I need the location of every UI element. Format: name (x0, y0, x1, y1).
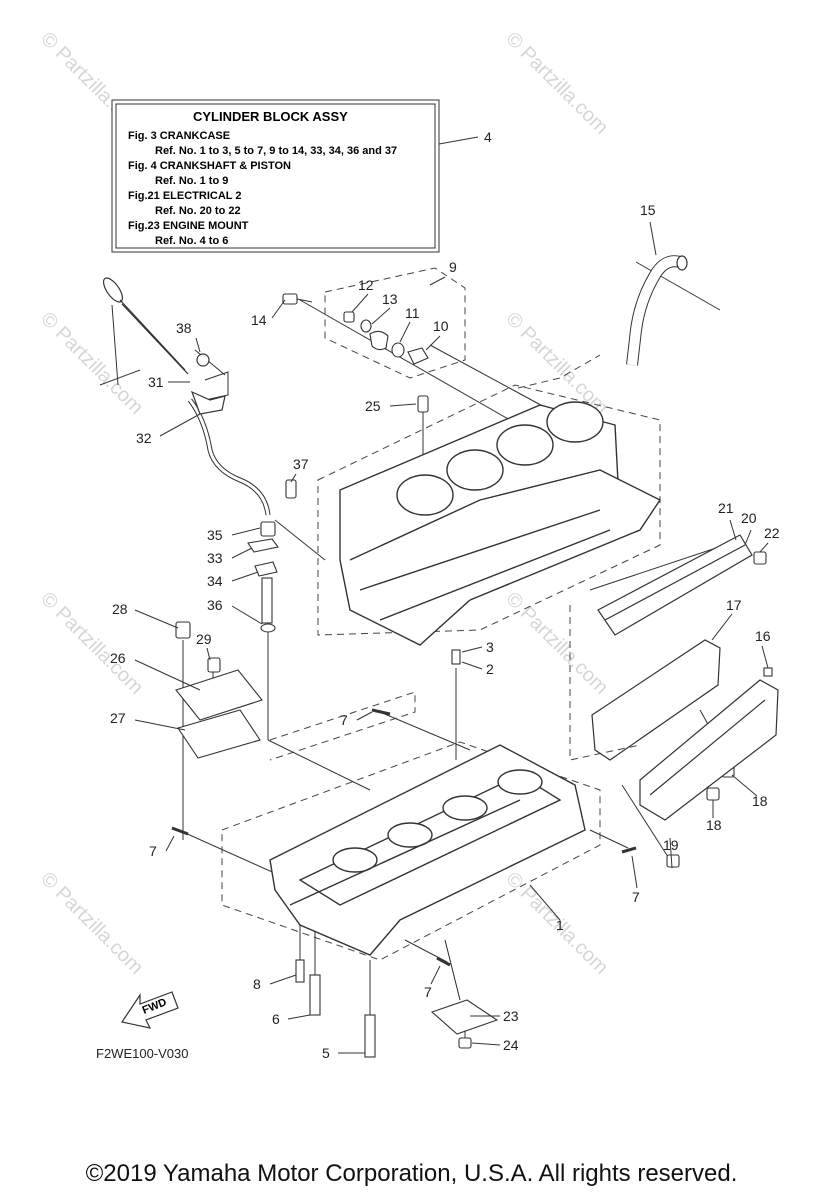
callout-label: 9 (449, 259, 457, 275)
callout-label: 16 (755, 628, 771, 644)
info-box-line: Ref. No. 4 to 6 (155, 235, 228, 247)
callout-label: 35 (207, 527, 223, 543)
callout-label: 32 (136, 430, 152, 446)
callout-label: 3 (486, 639, 494, 655)
callout-label: 23 (503, 1008, 519, 1024)
callout-label: 12 (358, 277, 374, 293)
callout-label: 17 (726, 597, 742, 613)
assembly-lines (99, 261, 741, 1040)
dashed-outlines (221, 267, 661, 961)
watermark: © Partzilla.com (36, 588, 147, 699)
callout-label: 37 (293, 456, 309, 472)
callout-leaders (134, 221, 769, 1054)
callout-label: 6 (272, 1011, 280, 1027)
hardware-parts (171, 293, 773, 1058)
watermark: © Partzilla.com (501, 588, 612, 699)
breather-hose (626, 255, 688, 366)
callout-label: 14 (251, 312, 267, 328)
info-box-line: Fig.21 ELECTRICAL 2 (128, 190, 241, 202)
callout-label: 7 (340, 712, 348, 728)
callout-label: 8 (253, 976, 261, 992)
dipstick-assembly (102, 277, 271, 516)
callout-label: 7 (149, 843, 157, 859)
info-box-line: Fig. 3 CRANKCASE (128, 130, 230, 142)
callout-label: 1 (556, 917, 564, 933)
callout-label: 18 (706, 817, 722, 833)
callout-label: 13 (382, 291, 398, 307)
callout-label: 11 (405, 305, 420, 321)
callout-label: 33 (207, 550, 223, 566)
cover-21 (597, 534, 753, 636)
callout-label: 26 (110, 650, 126, 666)
callout-label: 7 (632, 889, 640, 905)
crankcase (269, 744, 586, 956)
copyright-notice: ©2019 Yamaha Motor Corporation, U.S.A. A… (85, 1160, 738, 1187)
info-box-line: Ref. No. 1 to 3, 5 to 7, 9 to 14, 33, 34… (155, 145, 397, 157)
callout-label: 36 (207, 597, 223, 613)
info-box-title: CYLINDER BLOCK ASSY (193, 109, 348, 124)
callouts: 4 15 9 12 13 14 11 10 38 31 32 25 37 21 … (110, 129, 780, 1061)
info-box-line: Fig. 4 CRANKSHAFT & PISTON (128, 160, 291, 172)
callout-label: 34 (207, 573, 223, 589)
callout-label: 29 (196, 631, 212, 647)
callout-label: 22 (764, 525, 780, 541)
info-box-line: Ref. No. 1 to 9 (155, 175, 228, 187)
cover-16-gasket-17 (591, 639, 779, 821)
callout-label: 27 (110, 710, 126, 726)
callout-label: 38 (176, 320, 192, 336)
watermark: © Partzilla.com (501, 28, 612, 139)
watermark: © Partzilla.com (36, 308, 147, 419)
callout-label: 20 (741, 510, 757, 526)
callout-label: 4 (484, 129, 492, 145)
callout-label: 31 (148, 374, 164, 390)
callout-label: 5 (322, 1045, 330, 1061)
cylinder-block (339, 401, 662, 646)
info-box-line: Ref. No. 20 to 22 (155, 205, 241, 217)
callout-label: 24 (503, 1037, 519, 1053)
callout-label: 18 (752, 793, 768, 809)
callout-label: 10 (433, 318, 449, 334)
callout-label: 7 (424, 984, 432, 1000)
callout-label: 21 (718, 500, 734, 516)
diagram-code: F2WE100-V030 (96, 1046, 189, 1061)
callout-label: 28 (112, 601, 128, 617)
fwd-arrow-icon: FWD (121, 991, 179, 1029)
callout-label: 2 (486, 661, 494, 677)
info-box-line: Fig.23 ENGINE MOUNT (128, 220, 249, 232)
info-box: CYLINDER BLOCK ASSY Fig. 3 CRANKCASE Ref… (111, 99, 479, 253)
watermark: © Partzilla.com (36, 868, 147, 979)
callout-label: 15 (640, 202, 656, 218)
watermark: © Partzilla.com (501, 308, 612, 419)
callout-label: 25 (365, 398, 381, 414)
